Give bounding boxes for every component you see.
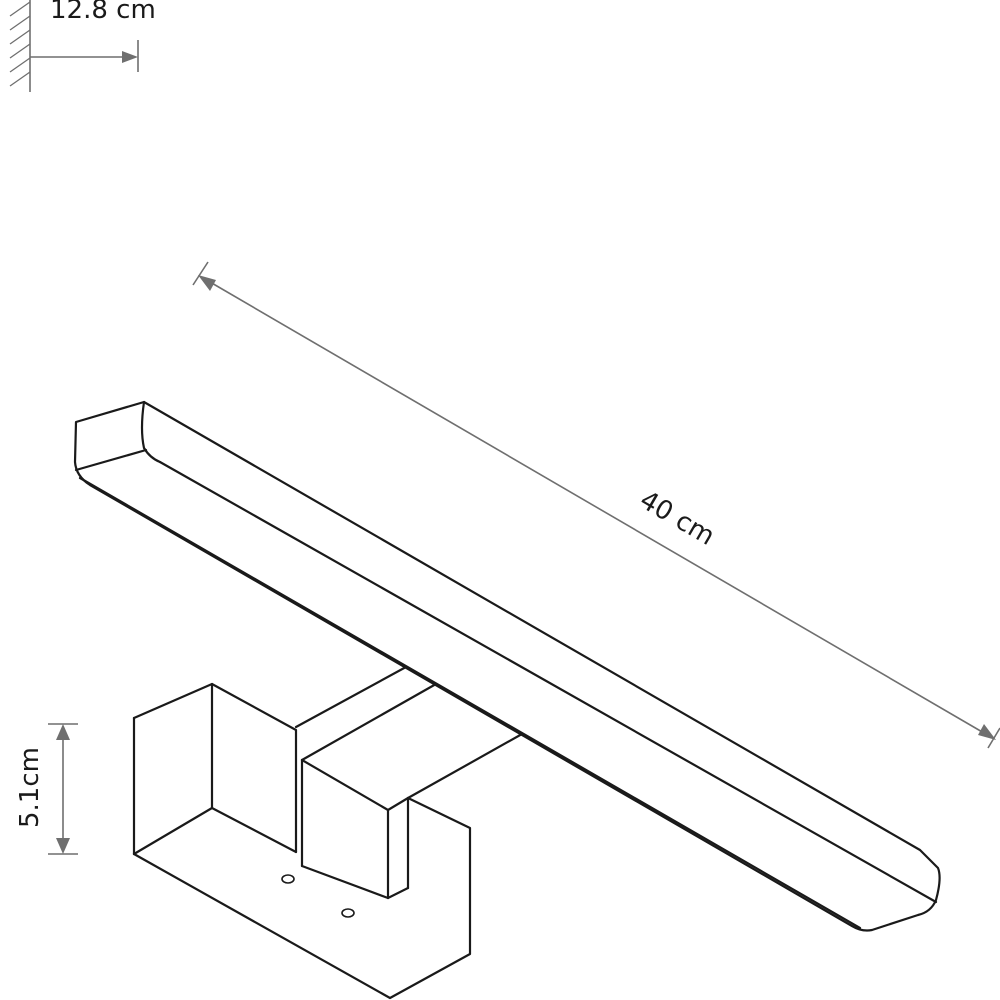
height-label: 5.1cm [15, 747, 45, 828]
length-label: 40 cm [634, 485, 719, 552]
height-arrow-top [56, 724, 70, 740]
height-arrow-bottom [56, 838, 70, 854]
arm-top-edge [434, 682, 524, 736]
arm-bottom-edge [300, 864, 390, 900]
bracket-bottom-front [132, 796, 472, 1000]
mounting-hole-icon [341, 908, 355, 918]
length-arrow-end [978, 724, 996, 740]
mounting-hole-icon [281, 874, 295, 884]
lamp-bar [73, 400, 941, 932]
lamp-bar-end-cap [140, 400, 162, 464]
arm-side-face [300, 732, 524, 812]
length-arrow-start [198, 275, 216, 291]
lamp-bar-outline [73, 400, 941, 932]
arm-top-face [294, 665, 438, 762]
length-dimension: 40 cm [192, 261, 1000, 749]
length-tick-start [192, 261, 209, 286]
depth-label: 12.8 cm [50, 0, 156, 25]
lamp-bar-top-edge [158, 460, 938, 904]
wall-bracket [132, 682, 472, 1000]
bracket-step [386, 886, 410, 900]
depth-arrow-head [122, 51, 138, 63]
length-tick-end [987, 727, 1000, 749]
length-dimension-line [209, 281, 985, 734]
lamp-arm [294, 665, 524, 900]
height-dimension: 5.1cm [15, 723, 78, 855]
lamp-bar-end-edge [74, 448, 148, 472]
bracket-bottom-back [132, 806, 298, 856]
depth-dimension: 12.8 cm [9, 0, 156, 92]
bracket-top [132, 682, 298, 854]
wall-hatching [9, 1, 31, 87]
